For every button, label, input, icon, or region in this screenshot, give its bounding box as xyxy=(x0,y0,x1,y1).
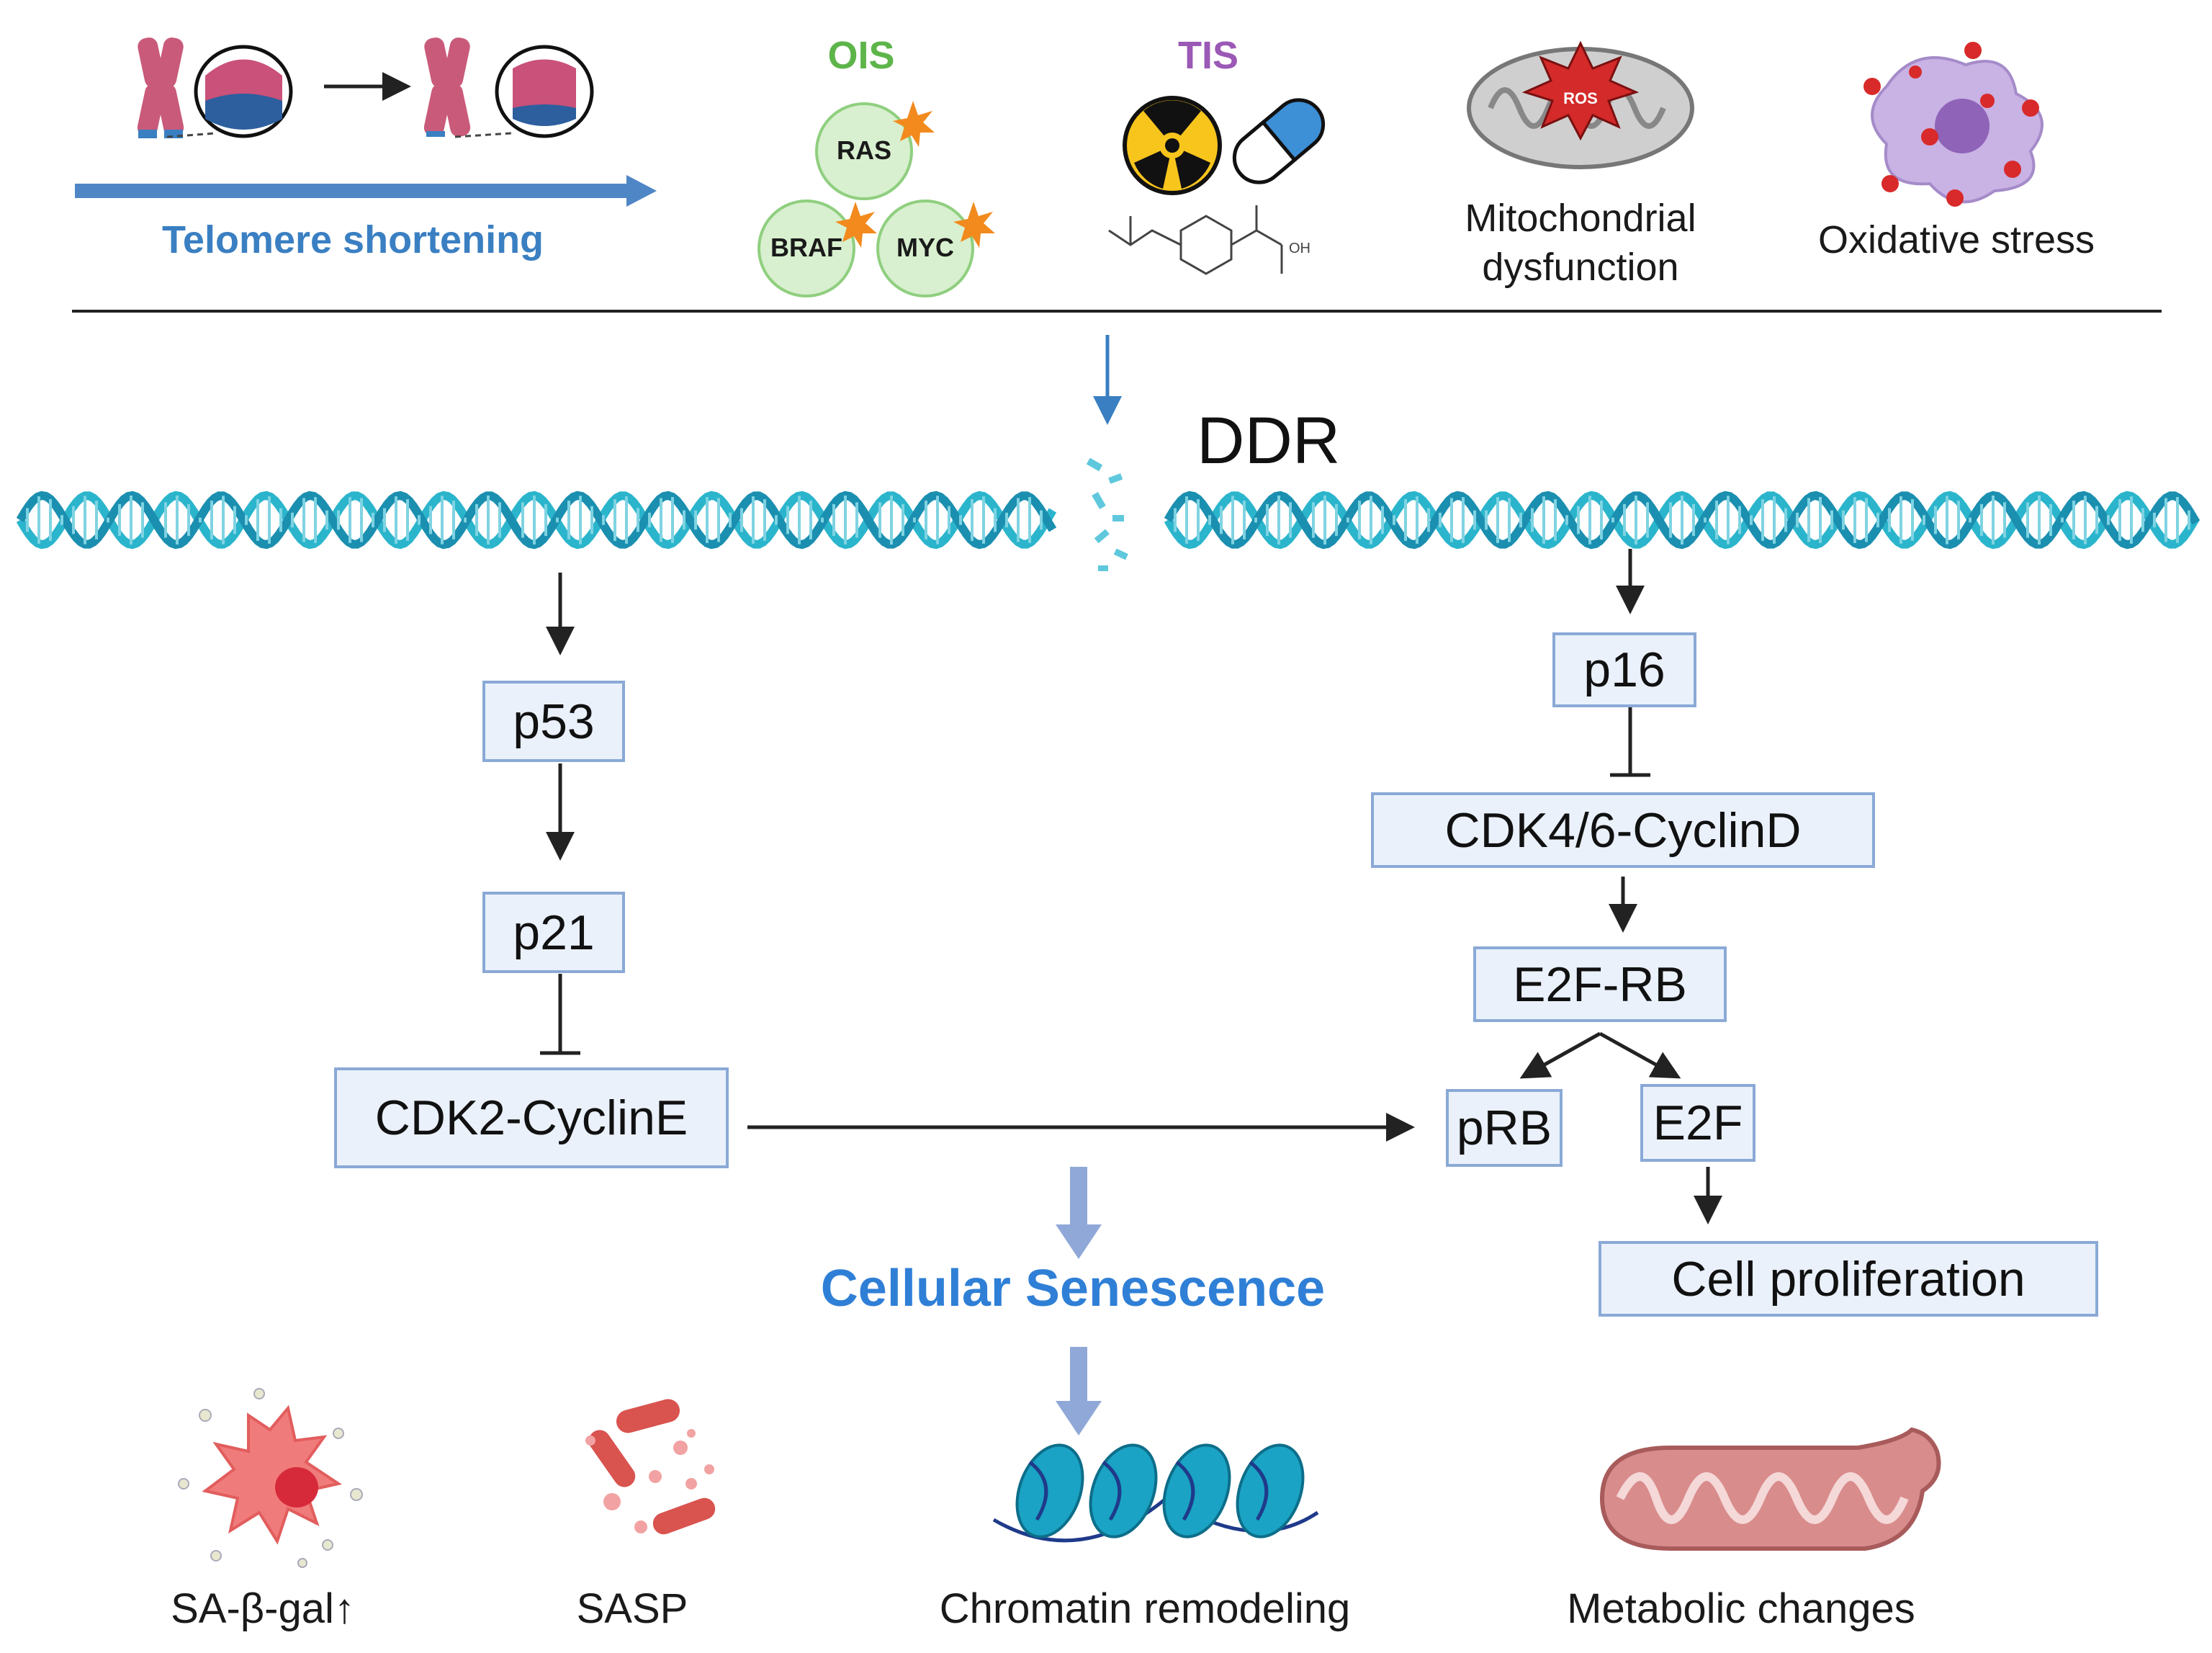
telomere-icon xyxy=(75,37,657,207)
sa-beta-gal-cell-icon xyxy=(178,1388,363,1568)
cell-proliferation-box: Cell proliferation xyxy=(1599,1241,2098,1317)
oncogene-ras: RAS xyxy=(836,135,892,165)
chromatin-nucleosome-icon xyxy=(992,1443,1319,1543)
ois-title: OIS xyxy=(827,34,895,77)
dna-strand-right xyxy=(1164,490,2200,550)
tis-title: TIS xyxy=(1177,34,1239,77)
drug-molecule-icon xyxy=(1108,205,1283,275)
pill-icon xyxy=(1232,98,1326,184)
senescence-title: Cellular Senescence xyxy=(820,1260,1326,1317)
e2f-rb-box: E2F-RB xyxy=(1473,946,1727,1022)
p21-box: p21 xyxy=(482,892,625,973)
oxidative-stress-cell-icon xyxy=(1863,42,2044,207)
p16-box: p16 xyxy=(1552,632,1696,707)
e2f-box: E2F xyxy=(1640,1084,1755,1162)
prb-box: pRB xyxy=(1446,1089,1563,1167)
hallmark-sasp: SASP xyxy=(576,1585,688,1632)
ros-badge: ROS xyxy=(1563,89,1598,107)
hallmark-sa-beta-gal: SA-β-gal↑ xyxy=(171,1585,355,1632)
oncogene-myc: MYC xyxy=(896,233,954,262)
sasp-secretion-icon xyxy=(585,1399,716,1535)
senescence-arrows xyxy=(1056,1167,1102,1435)
p53-box: p53 xyxy=(482,681,625,762)
cdk2-cycline-box: CDK2-CyclinE xyxy=(334,1067,729,1168)
pathway-arrows xyxy=(540,549,1722,1224)
oncogene-bubbles xyxy=(757,102,974,297)
oxidative-label: Oxidative stress xyxy=(1817,218,2095,261)
ddr-label: DDR xyxy=(1197,404,1341,478)
cdk46-cyclind-box: CDK4/6-CyclinD xyxy=(1371,792,1875,868)
oncogene-braf: BRAF xyxy=(770,233,842,262)
mito-label-line2: dysfunction xyxy=(1482,246,1679,289)
telomere-label: Telomere shortening xyxy=(161,218,544,261)
mitochondrion-metabolic-icon xyxy=(1599,1427,1941,1551)
mito-label-line1: Mitochondrial xyxy=(1465,197,1696,240)
radiation-icon xyxy=(1123,96,1222,195)
dna-break-fragments-icon xyxy=(1086,457,1128,571)
mutation-burst-icons xyxy=(835,101,995,248)
mitochondrion-ros-icon xyxy=(1467,40,1694,169)
hallmark-metabolic: Metabolic changes xyxy=(1567,1585,1915,1632)
hydroxyl-label: OH xyxy=(1289,241,1310,256)
hallmark-chromatin: Chromatin remodeling xyxy=(939,1585,1351,1632)
dna-strand-left xyxy=(16,490,1057,550)
